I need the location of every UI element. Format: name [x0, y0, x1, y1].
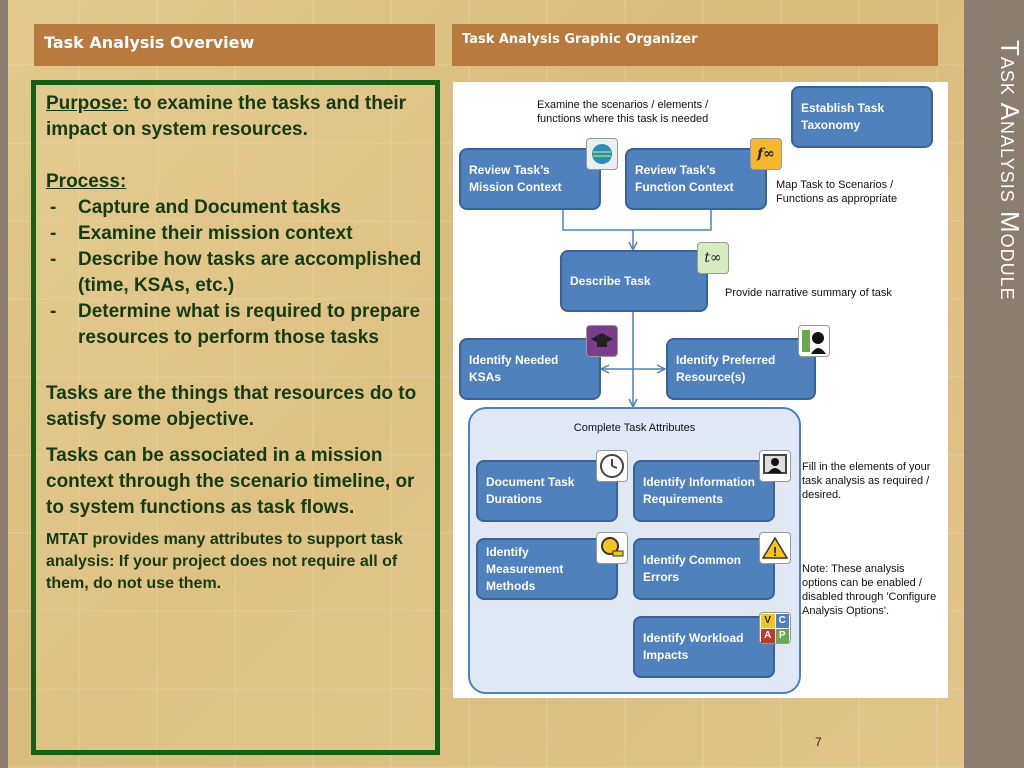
vcap-letter: V: [761, 614, 775, 628]
panel-title: Complete Task Attributes: [573, 422, 696, 434]
right-title-band: [964, 0, 1024, 768]
overview-text-box: Purpose: to examine the tasks and their …: [31, 80, 440, 755]
purpose-text: to examine the tasks and their impact on…: [46, 93, 407, 140]
map-note: Map Task to Scenarios / Functions as app…: [776, 179, 898, 205]
examine-note: Examine the scenarios / elements / funct…: [537, 99, 709, 125]
preferred-resource-box[interactable]: Identify Preferred Resource(s): [666, 338, 816, 400]
warning-icon: !: [759, 532, 791, 564]
fill-note: Fill in the elements of your task analys…: [802, 461, 931, 501]
process-item: Examine their mission context: [46, 221, 427, 247]
vcap-letter: A: [761, 629, 775, 643]
process-item: Determine what is required to prepare re…: [46, 299, 427, 351]
tasks-definition: Tasks are the things that resources do t…: [46, 383, 417, 430]
vcap-letter: P: [775, 629, 789, 643]
left-edge-strip: [0, 0, 8, 768]
person-profile-icon: [798, 325, 830, 357]
tasks-association: Tasks can be associated in a mission con…: [46, 445, 415, 518]
text-icon: t∞: [697, 242, 729, 274]
process-label: Process:: [46, 171, 127, 192]
process-item: Capture and Document tasks: [46, 195, 427, 221]
describe-task-box[interactable]: Describe Task: [560, 250, 708, 312]
process-list: Capture and Document tasks Examine their…: [46, 195, 427, 351]
function-icon: f∞: [750, 138, 782, 170]
ksas-box[interactable]: Identify Needed KSAs: [459, 338, 601, 400]
graphic-organizer: Examine the scenarios / elements / funct…: [453, 82, 948, 698]
right-header: Task Analysis Graphic Organizer: [452, 24, 938, 66]
vcap-icon: V C A P: [759, 612, 791, 644]
mission-context-box[interactable]: Review Task’s Mission Context: [459, 148, 601, 210]
options-note: Note: These analysis options can be enab…: [802, 563, 937, 617]
purpose-paragraph: Purpose: to examine the tasks and their …: [46, 91, 427, 143]
function-context-box[interactable]: Review Task’s Function Context: [625, 148, 767, 210]
graduation-cap-icon: [586, 325, 618, 357]
workload-box[interactable]: Identify Workload Impacts: [633, 616, 775, 678]
vertical-slide-title: Task Analysis Module: [995, 40, 1024, 301]
purpose-label: Purpose:: [46, 93, 129, 114]
durations-box[interactable]: Document Task Durations: [476, 460, 618, 522]
process-item: Describe how tasks are accomplished (tim…: [46, 247, 427, 299]
mtat-note: MTAT provides many attributes to support…: [46, 531, 403, 592]
left-header: Task Analysis Overview: [34, 24, 435, 66]
measurement-box[interactable]: Identify Measurement Methods: [476, 538, 618, 600]
narrative-note: Provide narrative summary of task: [725, 287, 892, 299]
monitor-person-icon: [759, 450, 791, 482]
tape-measure-icon: [596, 532, 628, 564]
globe-icon: [586, 138, 618, 170]
svg-text:!: !: [773, 544, 777, 559]
page-number: 7: [815, 735, 822, 749]
establish-taxonomy-box[interactable]: Establish Task Taxonomy: [791, 86, 933, 148]
common-errors-box[interactable]: Identify Common Errors: [633, 538, 775, 600]
vcap-letter: C: [775, 614, 789, 628]
info-requirements-box[interactable]: Identify Information Requirements: [633, 460, 775, 522]
clock-icon: [596, 450, 628, 482]
